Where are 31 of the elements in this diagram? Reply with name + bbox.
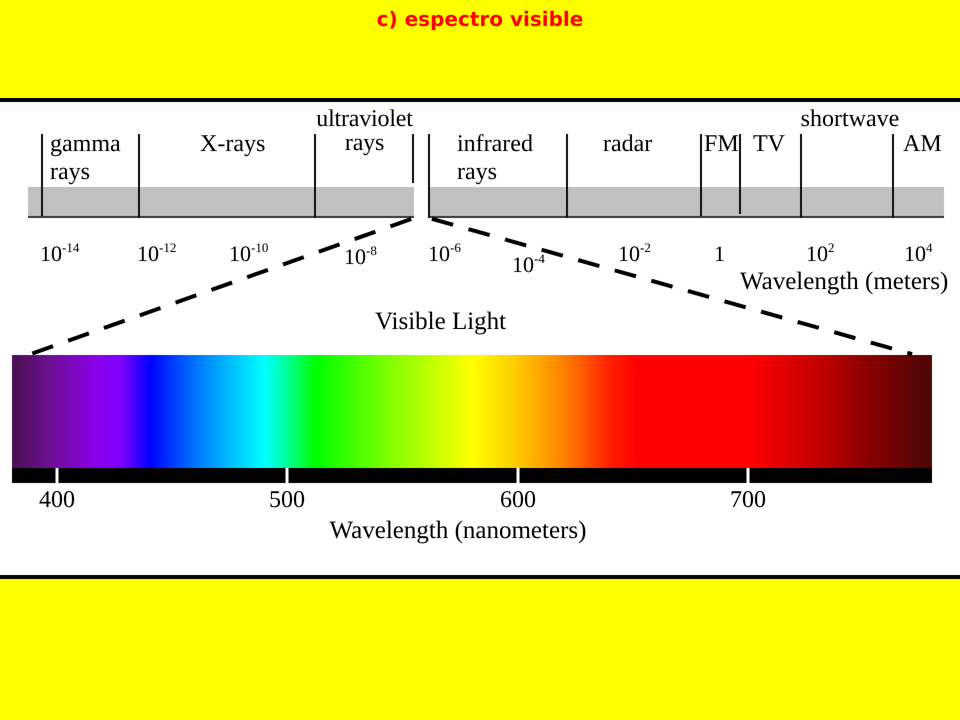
tick-label: 10$^{-12}$ — [137, 244, 176, 264]
slide-title: c) espectro visible — [376, 7, 584, 31]
band-label: FM — [704, 130, 739, 158]
tick-label: 10$^{-4}$ — [512, 255, 545, 275]
band-bar — [28, 187, 414, 218]
tick-label: 500 — [269, 488, 305, 512]
band-label: AM — [903, 130, 942, 158]
tick-label: 400 — [39, 488, 75, 512]
tick-label: 10$^{4}$ — [904, 244, 932, 264]
tick-label: 700 — [730, 488, 766, 512]
tick-label: 10$^{-2}$ — [618, 244, 651, 264]
tick-label: 10$^{2}$ — [806, 244, 834, 264]
axis-title: Wavelength (nanometers) — [330, 518, 586, 544]
band-bar — [429, 187, 944, 218]
tick-label: 10$^{-6}$ — [428, 244, 461, 264]
tick-label: 1 — [714, 244, 725, 264]
spectrum-heading: Visible Light — [375, 309, 506, 335]
tick-label: 10$^{-10}$ — [229, 244, 268, 264]
dashed-zoom-line — [30, 217, 412, 356]
band-label: gamma rays — [50, 130, 121, 186]
tick-label: 600 — [500, 488, 536, 512]
band-label: ultraviolet rays — [316, 107, 413, 155]
band-label: TV — [753, 130, 785, 158]
band-label: radar — [603, 130, 652, 158]
band-label: infrared rays — [457, 130, 533, 186]
tick-label: 10$^{-14}$ — [40, 244, 80, 264]
axis-title: Wavelength (meters) — [740, 269, 948, 295]
tick-label: 10$^{-8}$ — [344, 247, 377, 267]
band-label: X-rays — [200, 130, 266, 158]
dashed-zoom-line — [431, 216, 913, 356]
band-label: shortwave — [800, 107, 900, 131]
